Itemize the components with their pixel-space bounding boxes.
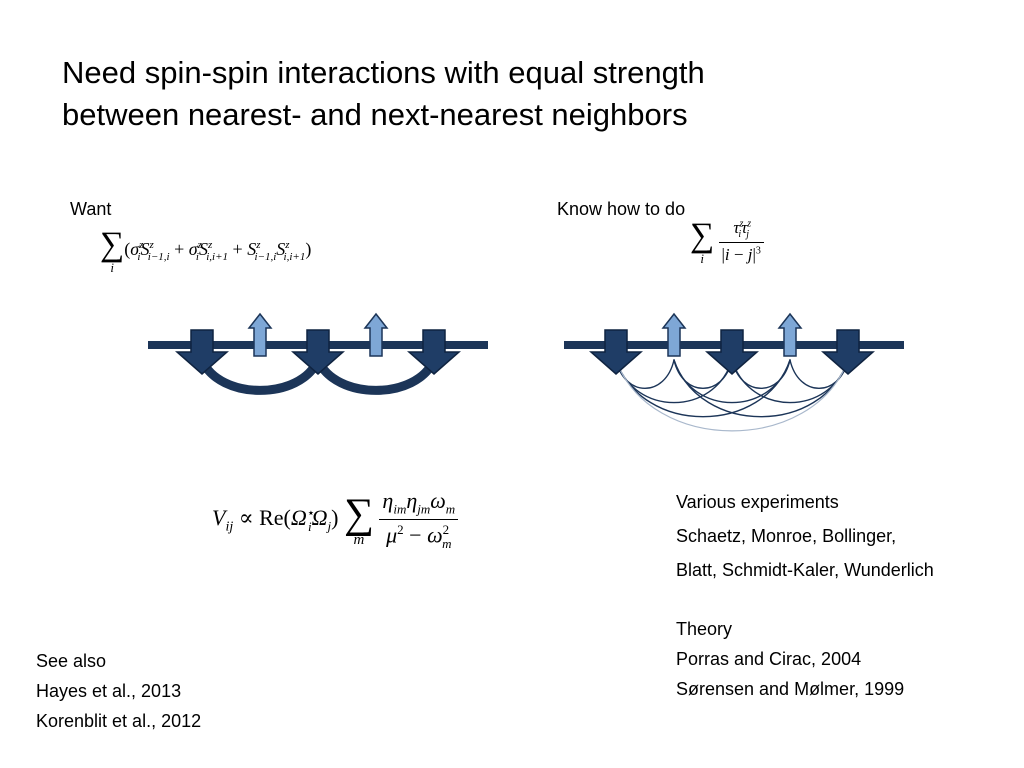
theory-heading: Theory: [676, 619, 733, 639]
experiments-line-1: Schaetz, Monroe, Bollinger,: [676, 526, 897, 546]
left-arcs: [197, 355, 439, 395]
interaction-arc: [197, 355, 323, 395]
slide-title: Need spin-spin interactions with equal s…: [62, 52, 962, 136]
title-line-2: between nearest- and next-nearest neighb…: [62, 97, 688, 132]
spin-up-arrow: [661, 312, 687, 357]
nearest-neighbor-chain-diagram: [148, 312, 488, 395]
see-also-line-1: Hayes et al., 2013: [36, 681, 182, 701]
interaction-arc: [615, 359, 733, 404]
see-also-heading: See also: [36, 651, 107, 671]
theory-line-1: Porras and Cirac, 2004: [676, 649, 862, 669]
long-range-chain-diagram: [564, 312, 904, 432]
spin-down-arrow: [291, 329, 345, 375]
spin-up-arrow: [247, 312, 273, 357]
experiments-references: Various experiments Schaetz, Monroe, Bol…: [676, 485, 934, 587]
experiments-line-2: Blatt, Schmidt-Kaler, Wunderlich: [676, 560, 934, 580]
coupling-equation: Vij ∝ Re(Ω⋆iΩj) ∑m ηimηjmωm μ2 − ω2m: [212, 488, 459, 552]
see-also-line-2: Korenblit et al., 2012: [36, 711, 202, 731]
interaction-arc: [731, 359, 849, 404]
want-label: Want: [70, 199, 112, 219]
know-how-equation: ∑i τziτzj |i − j|3: [690, 218, 764, 265]
interaction-arc: [615, 359, 791, 418]
interaction-arc: [615, 359, 849, 432]
right-arrows: [589, 312, 875, 375]
spin-down-arrow: [821, 329, 875, 375]
spin-up-arrow: [363, 312, 389, 357]
theory-references: Theory Porras and Cirac, 2004 Sørensen a…: [676, 614, 904, 704]
spin-down-arrow: [407, 329, 461, 375]
interaction-arc: [313, 355, 439, 395]
interaction-arc: [673, 359, 849, 418]
know-how-label: Know how to do: [557, 199, 686, 219]
spin-down-arrow: [589, 329, 643, 375]
spin-up-arrow: [777, 312, 803, 357]
spin-down-arrow: [705, 329, 759, 375]
spin-down-arrow: [175, 329, 229, 375]
left-arrows: [175, 312, 461, 375]
experiments-heading: Various experiments: [676, 492, 839, 512]
want-equation: ∑i(σziSzi−1,i + σziSzi,i+1 + Szi−1,iSzi,…: [100, 226, 312, 275]
title-line-1: Need spin-spin interactions with equal s…: [62, 55, 705, 90]
theory-line-2: Sørensen and Mølmer, 1999: [676, 679, 905, 699]
see-also-references: See also Hayes et al., 2013 Korenblit et…: [36, 646, 201, 736]
